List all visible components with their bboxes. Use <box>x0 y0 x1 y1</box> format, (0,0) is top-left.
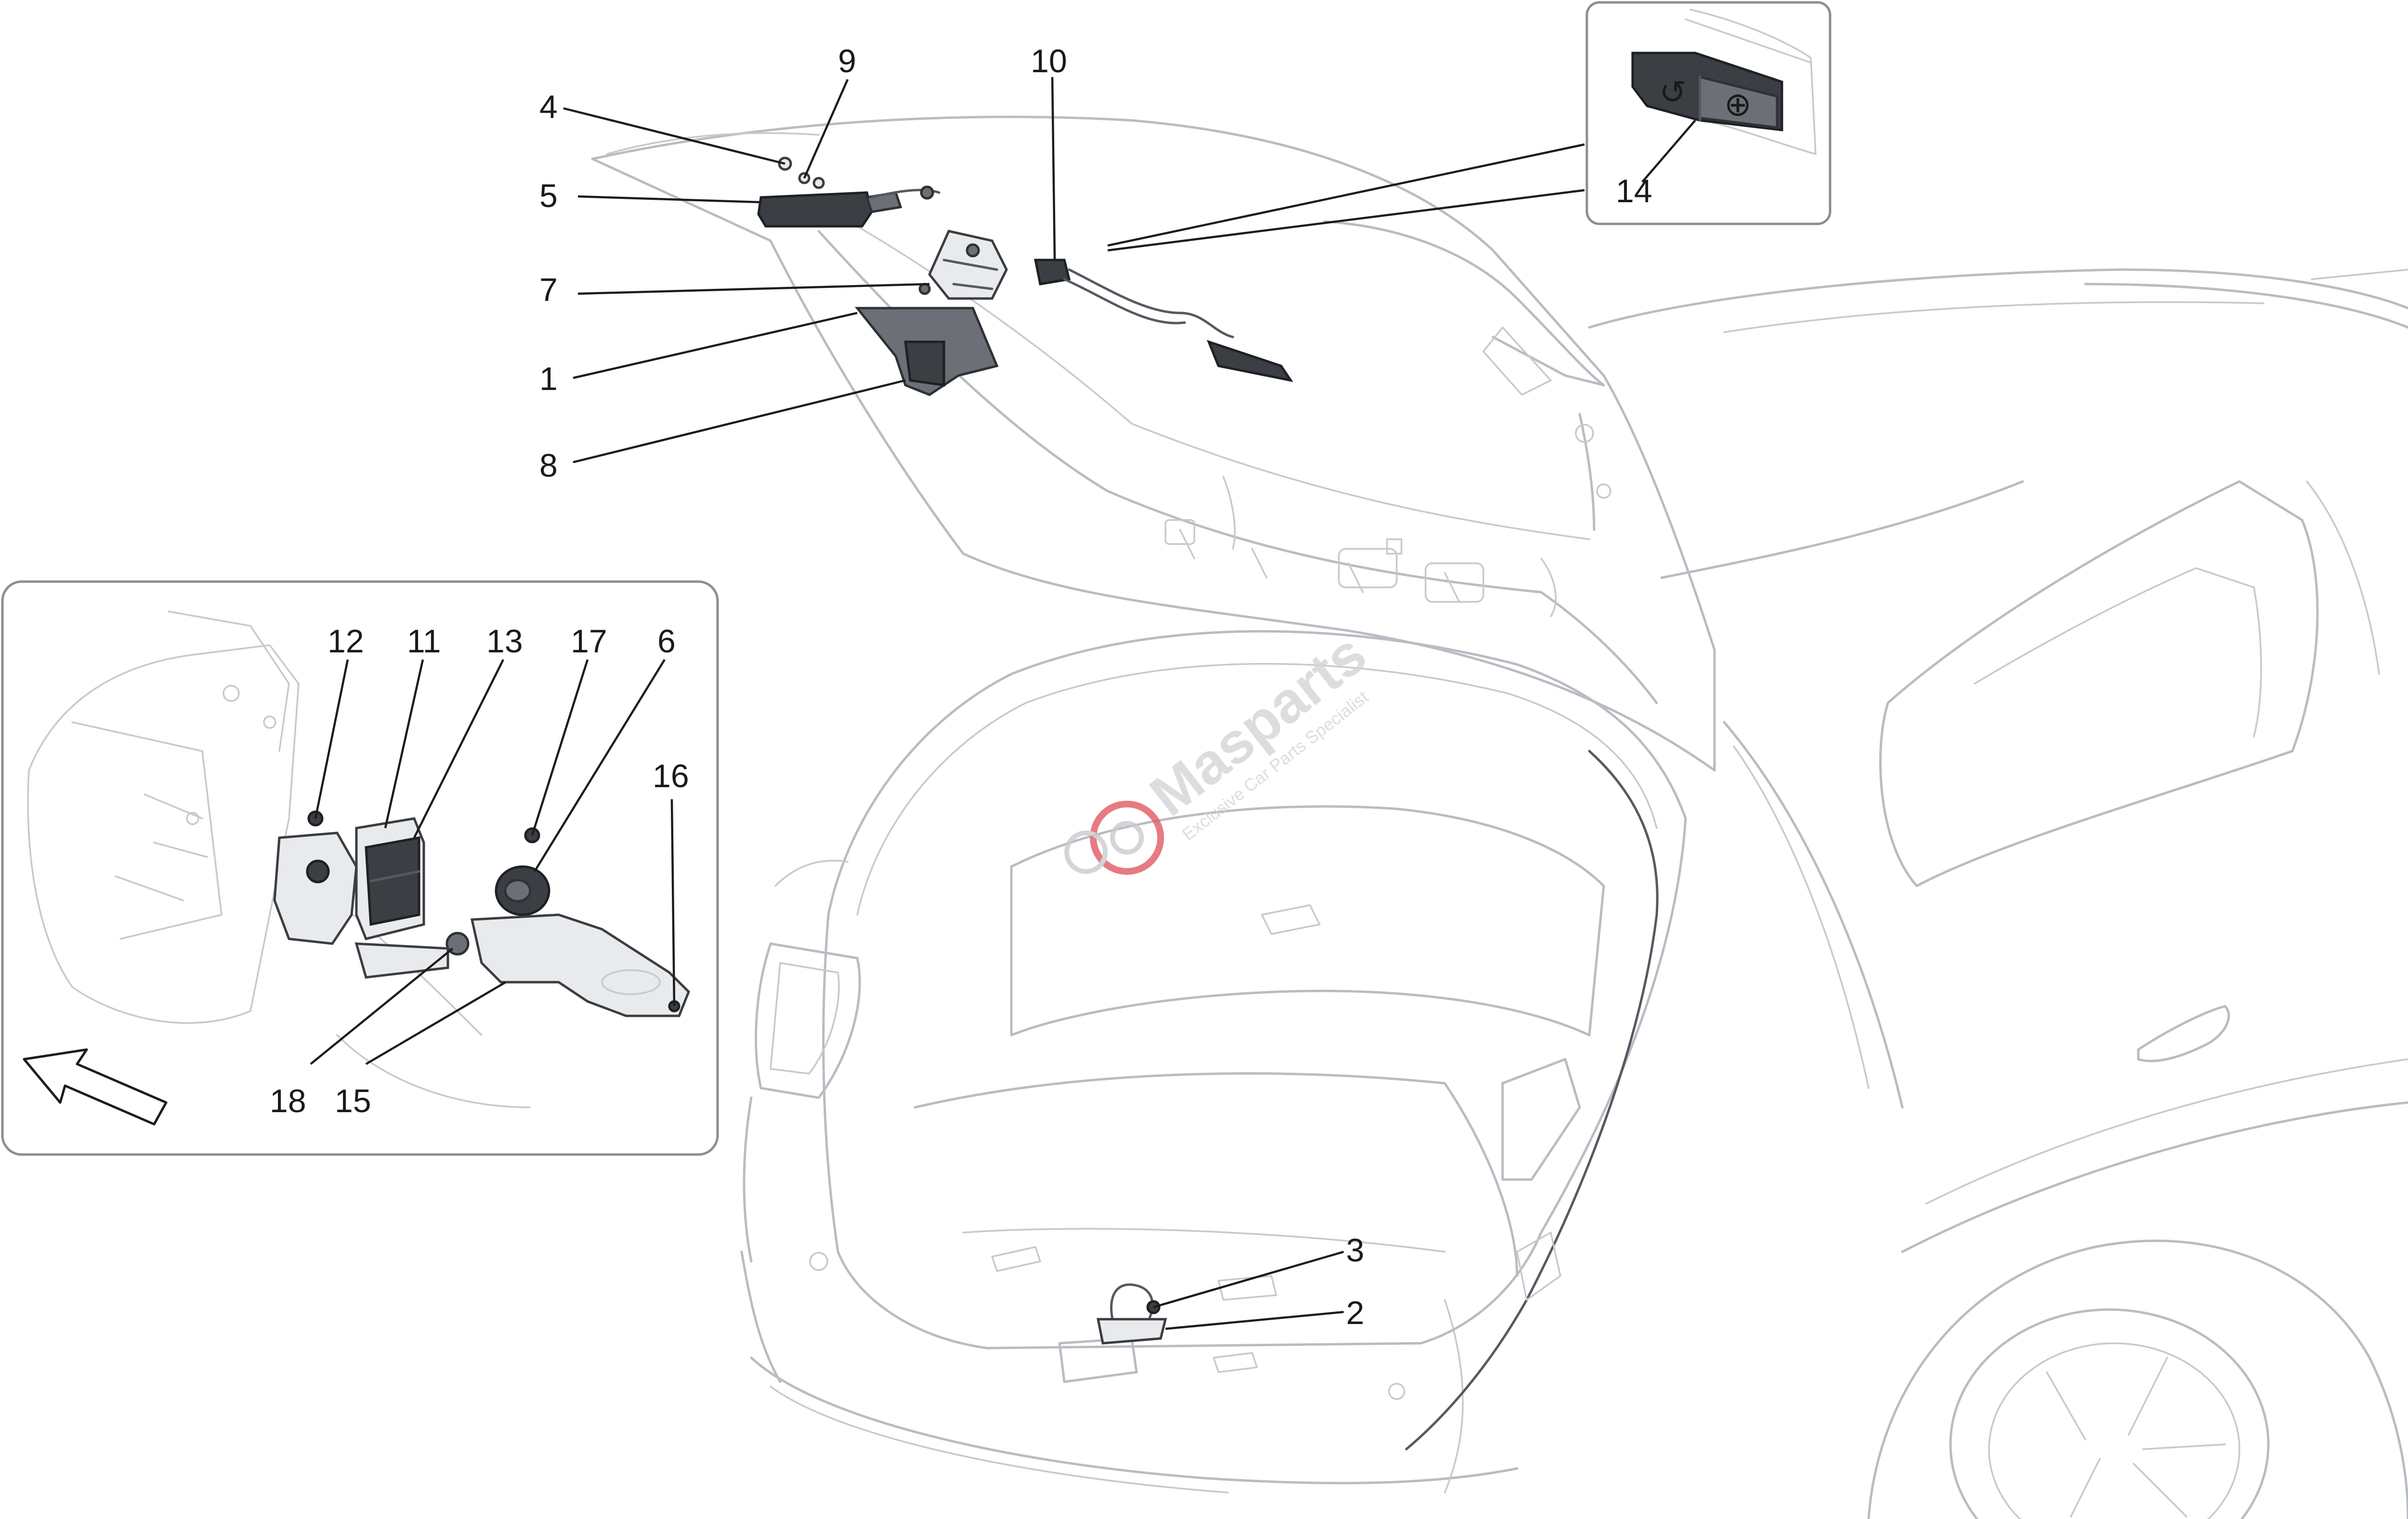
masparts-logo-icon <box>1064 801 1164 875</box>
part-18-nut <box>354 932 470 979</box>
part-2-striker <box>1096 1283 1167 1345</box>
part-6-sensor <box>495 865 550 916</box>
part-11-bracket <box>273 831 358 945</box>
watermark: Masparts Exclusive Car Parts Specialist <box>1064 622 1378 875</box>
callout-16: 16 <box>653 758 689 794</box>
callout-4: 4 <box>539 89 558 125</box>
part-5-actuator <box>757 185 941 228</box>
inset-underfloor <box>1 580 719 1156</box>
callout-8: 8 <box>539 447 558 484</box>
callout-3: 3 <box>1346 1232 1364 1269</box>
part-10-harness <box>1034 259 1294 382</box>
callout-1: 1 <box>539 361 558 397</box>
callout-6: 6 <box>657 623 676 660</box>
callout-10: 10 <box>1031 43 1067 79</box>
callout-15: 15 <box>335 1083 371 1119</box>
callout-18: 18 <box>270 1083 306 1119</box>
part-9-screw <box>798 172 825 189</box>
part-14-switch: ↺ ⊕ <box>1631 52 1783 131</box>
callout-labels: 4 9 5 10 7 1 8 14 3 2 12 11 13 17 6 16 1… <box>270 43 1652 1331</box>
callout-2: 2 <box>1346 1295 1364 1331</box>
callout-7: 7 <box>539 272 558 308</box>
callout-14: 14 <box>1616 173 1652 209</box>
svg-text:⊕: ⊕ <box>1724 86 1752 123</box>
inset-switch-panel: ↺ ⊕ <box>1585 1 1832 225</box>
car-body-outline <box>740 268 2408 1519</box>
part-1-cover <box>854 307 999 396</box>
callout-11: 11 <box>407 623 441 660</box>
part-15-16-bracket <box>470 913 690 1017</box>
callout-5: 5 <box>539 178 558 214</box>
callout-9: 9 <box>838 43 856 79</box>
parts-group <box>757 156 1294 1345</box>
callout-13: 13 <box>486 623 523 660</box>
leader-lines <box>563 77 1585 1330</box>
part-13-module <box>355 817 425 940</box>
part-7-latch <box>918 230 1008 300</box>
direction-arrow-icon <box>23 1048 168 1126</box>
callout-17: 17 <box>571 623 607 660</box>
svg-text:↺: ↺ <box>1659 74 1687 111</box>
callout-12: 12 <box>327 623 364 660</box>
tail-lamp-outline <box>743 859 861 1263</box>
